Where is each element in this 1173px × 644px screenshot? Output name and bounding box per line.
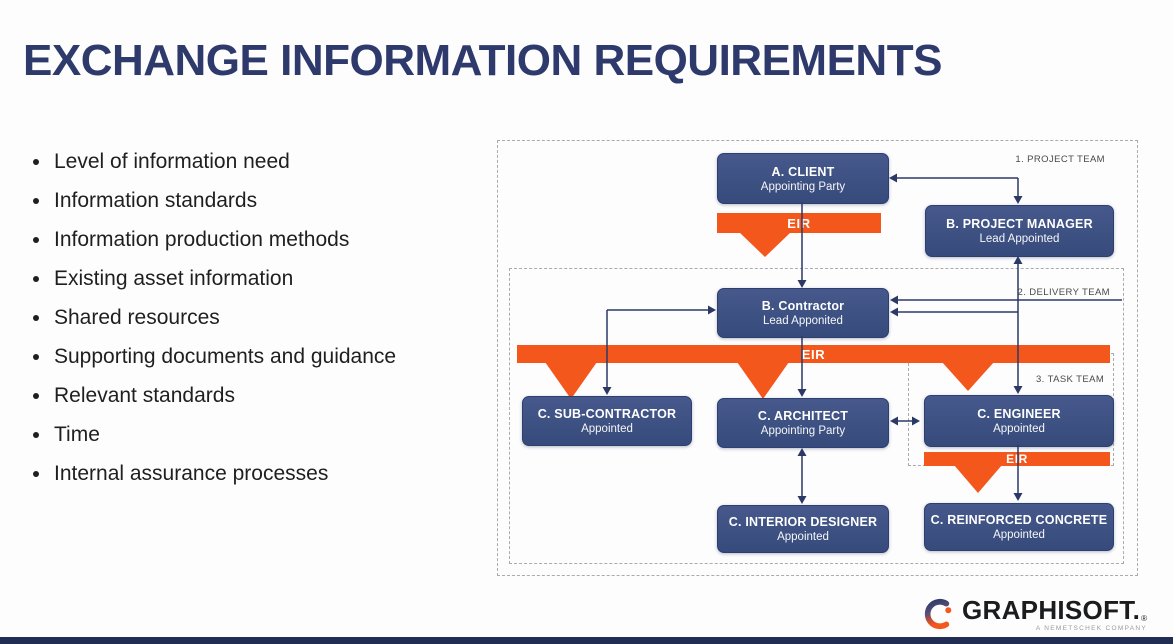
bullet-item: Supporting documents and guidance [28, 343, 399, 370]
delivery-team-boundary [509, 268, 1124, 564]
node-subtitle: Lead Appointed [979, 233, 1060, 245]
graphisoft-logo: GRAPHISOFT. ® A NEMETSCHEK COMPANY [921, 596, 1147, 632]
node-title: B. Contractor [761, 299, 845, 313]
eir-band-client: EIR [717, 213, 881, 233]
node-title: C. REINFORCED CONCRETE [930, 513, 1108, 527]
bullet-item: Information production methods [28, 226, 399, 253]
eir-arrow-icon [739, 232, 791, 257]
eir-arrow-icon [545, 362, 597, 399]
project-team-label: 1. PROJECT TEAM [1015, 154, 1105, 165]
task-team-label: 3. TASK TEAM [1036, 374, 1105, 385]
node-subtitle: Appointed [993, 423, 1045, 435]
node-title: C. ENGINEER [977, 407, 1061, 421]
bullet-item: Internal assurance processes [28, 460, 399, 487]
node-contractor: B. Contractor Lead Apponited [717, 288, 889, 338]
node-subtitle: Appointed [777, 531, 829, 543]
node-subtitle: Appointed [993, 529, 1045, 541]
node-project-manager: B. PROJECT MANAGER Lead Appointed [925, 205, 1114, 257]
bullet-list: Level of information need Information st… [28, 148, 400, 499]
node-subtitle: Lead Apponited [763, 315, 843, 327]
eir-band-engineer: EIR [924, 452, 1110, 466]
eir-arrow-icon [737, 362, 789, 399]
bullet-item: Shared resources [28, 304, 399, 331]
node-title: B. PROJECT MANAGER [946, 217, 1093, 231]
node-subtitle: Appointing Party [760, 180, 846, 193]
node-title: C. SUB-CONTRACTOR [537, 407, 677, 421]
eir-arrow-icon [954, 465, 1002, 493]
node-client: A. CLIENT Appointing Party [717, 153, 889, 204]
bullet-item: Existing asset information [28, 265, 399, 292]
bullet-item: Information standards [28, 187, 399, 214]
node-architect: C. ARCHITECT Appointing Party [717, 398, 889, 448]
node-engineer: C. ENGINEER Appointed [924, 395, 1114, 447]
eir-band-contractor: EIR [517, 345, 1110, 363]
eir-arrow-icon [942, 362, 994, 391]
registered-mark: ® [1141, 614, 1147, 623]
bullet-item: Time [28, 421, 399, 448]
nemetschek-tagline: A NEMETSCHEK COMPANY [1035, 625, 1147, 632]
node-title: C. INTERIOR DESIGNER [728, 515, 878, 529]
bullet-item: Level of information need [28, 148, 399, 175]
node-subtitle: Appointing Party [760, 425, 846, 437]
node-reinforced-concrete: C. REINFORCED CONCRETE Appointed [924, 503, 1114, 551]
bullet-item: Relevant standards [28, 382, 399, 409]
project-team-boundary [497, 140, 1138, 576]
graphisoft-wordmark: GRAPHISOFT. [962, 595, 1141, 625]
node-interior-designer: C. INTERIOR DESIGNER Appointed [717, 505, 889, 553]
graphisoft-logo-icon [924, 598, 952, 630]
node-subtitle: Appointed [581, 423, 633, 435]
page-title: EXCHANGE INFORMATION REQUIREMENTS [23, 36, 942, 85]
node-title: A. CLIENT [771, 164, 835, 179]
node-title: C. ARCHITECT [757, 409, 849, 423]
delivery-team-label: 2. DELIVERY TEAM [1017, 287, 1110, 298]
node-sub-contractor: C. SUB-CONTRACTOR Appointed [522, 396, 692, 446]
footer-bar [0, 637, 1173, 644]
